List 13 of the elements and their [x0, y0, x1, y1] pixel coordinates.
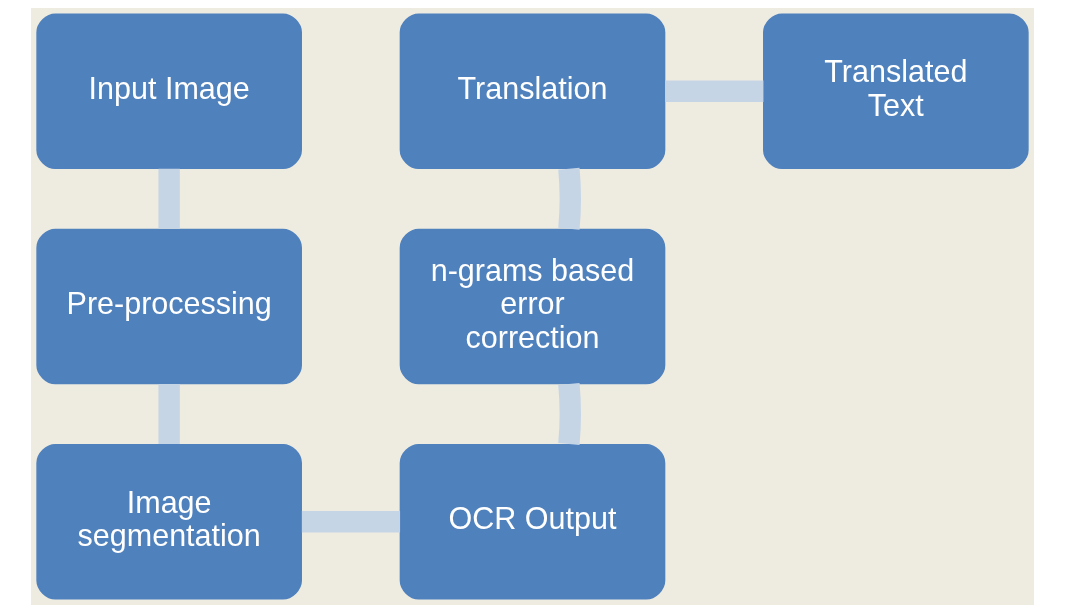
connector	[158, 384, 180, 445]
connector	[301, 511, 401, 533]
node-box: Translation	[399, 13, 666, 170]
node-box: n-grams based error correction	[399, 228, 666, 385]
node-box: Pre-processing	[36, 228, 302, 385]
connector	[558, 167, 581, 230]
connector	[158, 168, 180, 229]
node-box: Image segmentation	[36, 443, 302, 600]
node-box: Input Image	[36, 13, 302, 170]
connector	[665, 80, 764, 102]
node-box: OCR Output	[399, 443, 666, 600]
connector	[558, 383, 581, 445]
node-box: Translated Text	[763, 13, 1029, 170]
